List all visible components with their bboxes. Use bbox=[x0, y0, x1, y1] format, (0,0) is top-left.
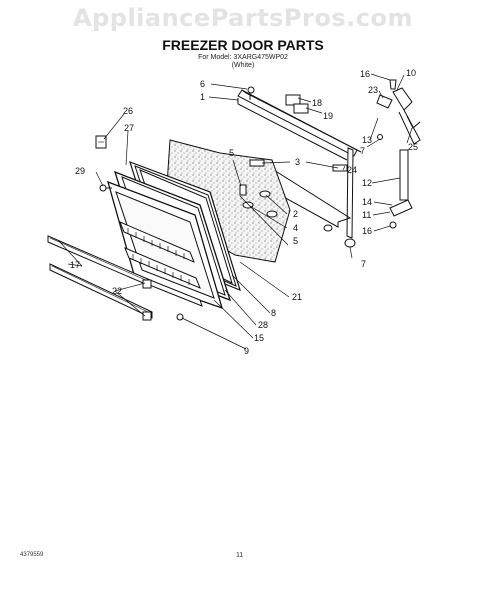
callout-16-top: 16 bbox=[360, 69, 370, 79]
callout-18: 18 bbox=[312, 98, 322, 108]
callout-7-top: 7 bbox=[360, 146, 365, 156]
callout-3: 3 bbox=[295, 157, 300, 167]
callout-5-top: 5 bbox=[229, 148, 234, 158]
footer-part-code: 4379559 bbox=[20, 552, 44, 558]
small-hardware bbox=[95, 79, 421, 321]
callout-26: 26 bbox=[123, 106, 133, 116]
callout-23: 23 bbox=[368, 85, 378, 95]
model-line: For Model: 3XARG475WP02 bbox=[198, 54, 288, 61]
callout-22: 22 bbox=[112, 286, 122, 296]
watermark-logo: AppliancePartsPros.com bbox=[73, 4, 413, 32]
callout-29: 29 bbox=[75, 166, 85, 176]
callout-19: 19 bbox=[323, 111, 333, 121]
shelf-retainer-bars bbox=[47, 235, 153, 321]
callout-7-bottom: 7 bbox=[361, 259, 366, 269]
color-line: (White) bbox=[231, 62, 255, 69]
callout-13: 13 bbox=[362, 135, 372, 145]
callout-25: 25 bbox=[408, 142, 418, 152]
callout-4: 4 bbox=[293, 223, 298, 233]
callout-16-bottom: 16 bbox=[362, 226, 372, 236]
callout-28: 28 bbox=[258, 320, 268, 330]
callout-8: 8 bbox=[271, 308, 276, 318]
callout-5-bottom: 5 bbox=[293, 236, 298, 246]
callout-27: 27 bbox=[124, 123, 134, 133]
callout-6: 6 bbox=[200, 79, 205, 89]
leader-lines bbox=[57, 73, 413, 350]
page-title: FREEZER DOOR PARTS bbox=[162, 37, 324, 53]
callout-15: 15 bbox=[254, 333, 264, 343]
callout-2: 2 bbox=[293, 209, 298, 219]
callout-24: 24 bbox=[347, 165, 357, 175]
callout-11: 11 bbox=[362, 210, 371, 220]
callout-1: 1 bbox=[200, 92, 205, 102]
callout-9: 9 bbox=[244, 346, 249, 356]
callout-14: 14 bbox=[362, 197, 372, 207]
callout-12: 12 bbox=[362, 178, 372, 188]
callout-21: 21 bbox=[292, 292, 302, 302]
callout-10: 10 bbox=[406, 68, 416, 78]
footer-page-number: 11 bbox=[236, 552, 244, 559]
callout-17: 17 bbox=[70, 260, 80, 270]
callout-labels: 6 1 16 10 23 18 19 26 27 13 7 25 3 24 5 … bbox=[70, 68, 418, 356]
